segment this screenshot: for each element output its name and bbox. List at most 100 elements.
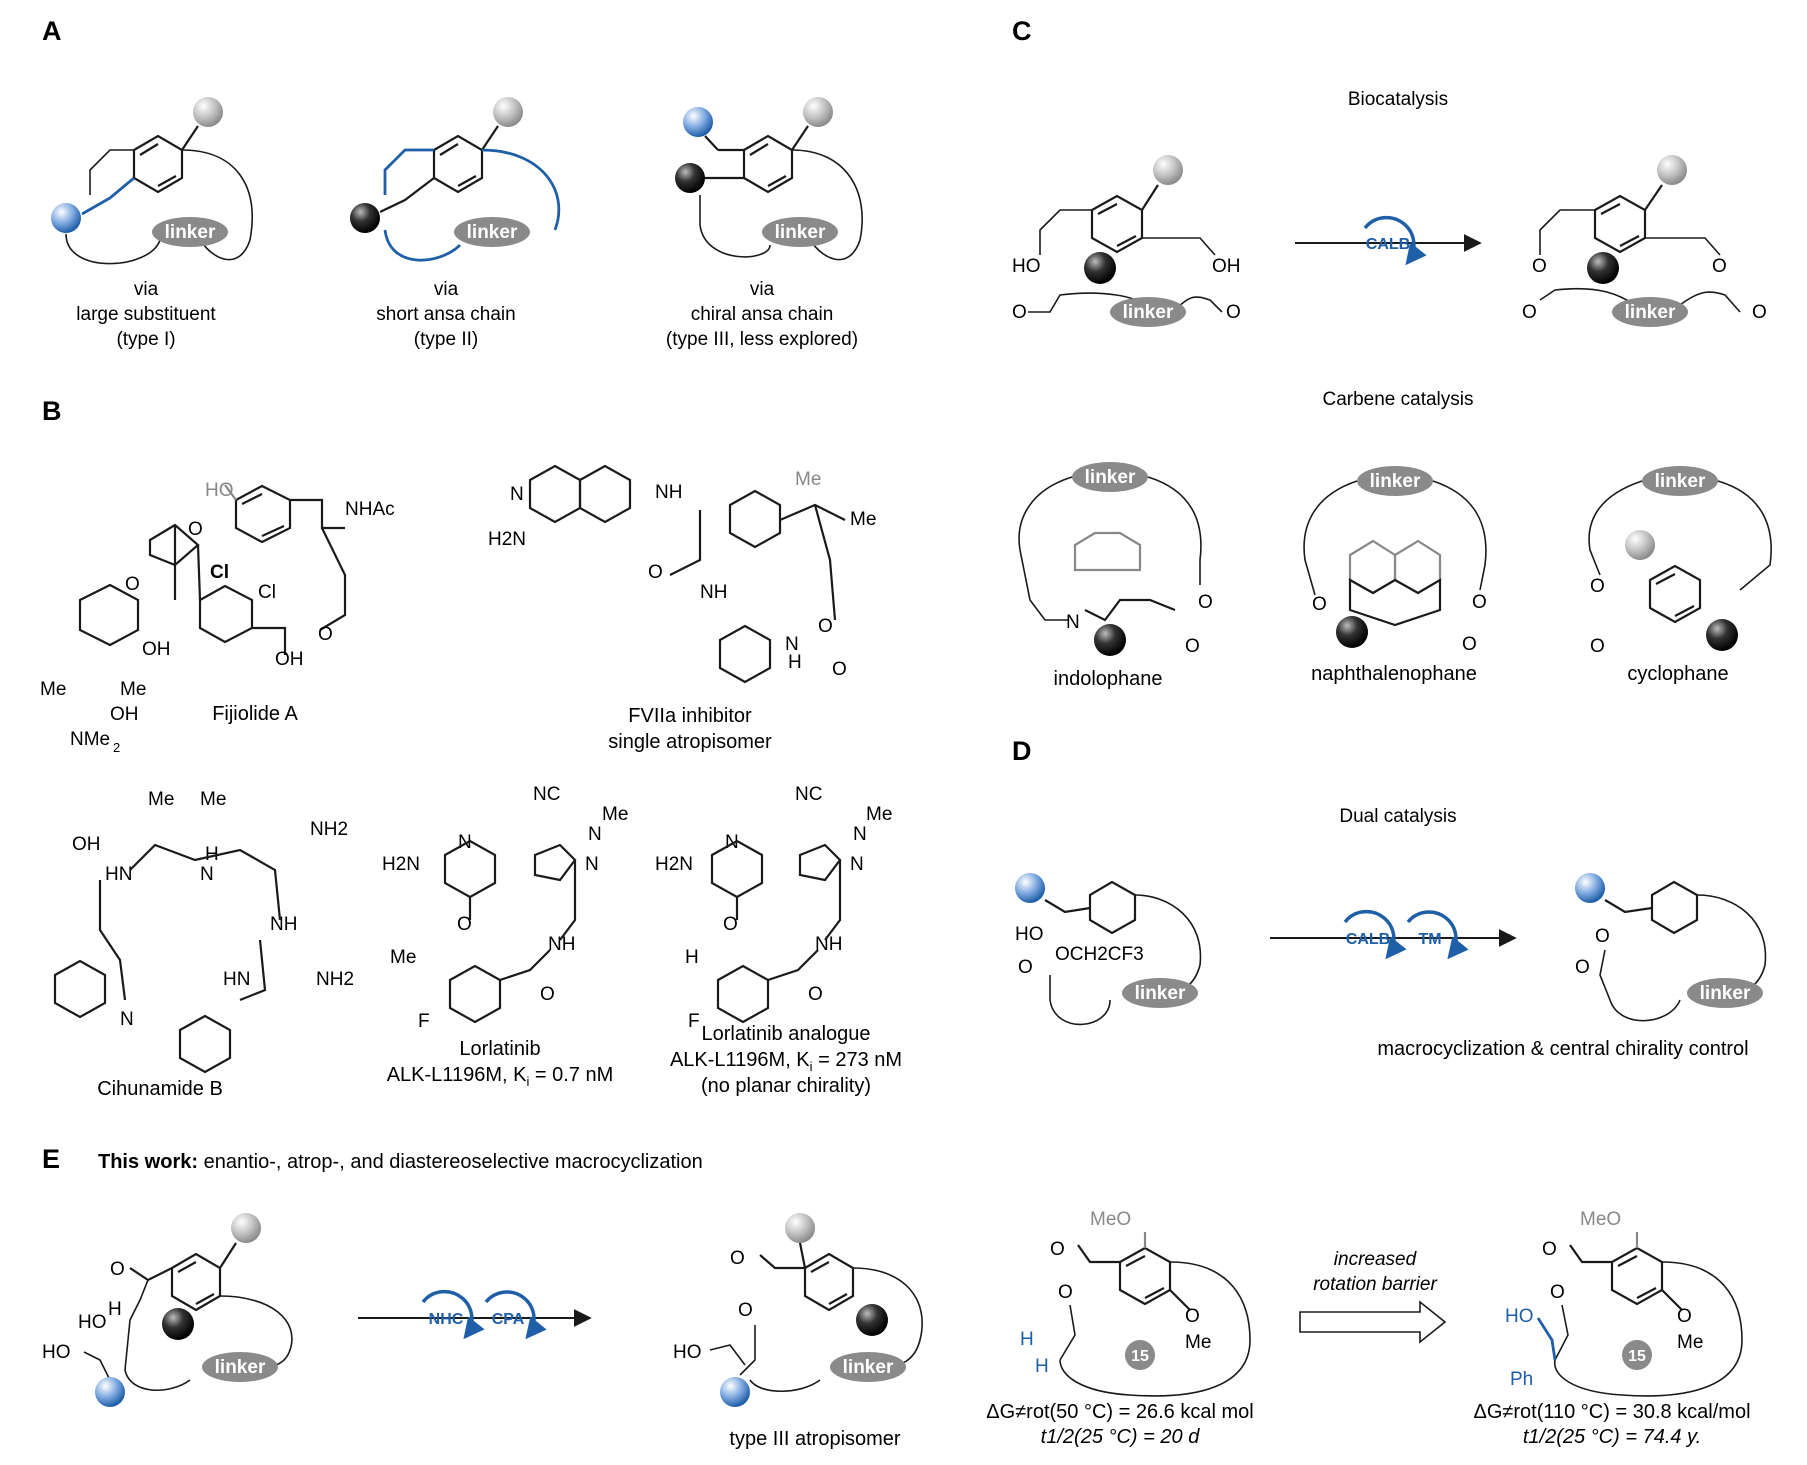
type1-label: (type I) bbox=[116, 329, 175, 350]
biocatalysis-product: O O O O linker bbox=[1522, 155, 1767, 327]
panel-label-c: C bbox=[1012, 16, 1032, 46]
atom-label: H2N bbox=[488, 529, 526, 550]
fviia-label-line2: single atropisomer bbox=[608, 731, 772, 753]
atom-label: HN bbox=[223, 969, 250, 990]
hollow-arrow bbox=[1299, 1300, 1447, 1344]
atom-label: HO bbox=[1505, 1306, 1534, 1327]
compound-number: 15 bbox=[1628, 1348, 1646, 1365]
tm-label: TM bbox=[1418, 931, 1441, 948]
atom-label: NH bbox=[700, 582, 727, 603]
atom-label: HO bbox=[1015, 924, 1044, 945]
panel-a-type2: linker via short ansa chain (type II) bbox=[350, 97, 561, 350]
atom-label: Ph bbox=[1510, 1369, 1533, 1390]
atom-label: OH bbox=[72, 834, 101, 855]
e-product: O O HO linker type III atropisomer bbox=[673, 1213, 923, 1450]
atom-label: Me bbox=[148, 789, 174, 810]
atom-label: HN bbox=[105, 864, 132, 885]
atom-label: H bbox=[685, 947, 699, 968]
fviia-label-line1: FVIIa inhibitor bbox=[628, 705, 752, 727]
arrow-label-line2: rotation barrier bbox=[1313, 1274, 1437, 1295]
atom-label: Me bbox=[120, 679, 146, 700]
atom-label: NC bbox=[795, 784, 822, 805]
atom-label: O bbox=[1462, 634, 1477, 655]
atom-label: H bbox=[205, 844, 219, 865]
atom-label: HO bbox=[1012, 256, 1041, 277]
atom-label: O bbox=[832, 659, 847, 680]
type3-atropisomer-label: type III atropisomer bbox=[729, 1428, 901, 1450]
fijiolide-structure: HO NHAc Cl O Cl O OH O OH Me Me OH NMe 2… bbox=[40, 480, 395, 755]
e-arrow: NHC CPA bbox=[358, 1289, 592, 1340]
blue-substituent-ball bbox=[1015, 873, 1045, 903]
grey-substituent-ball bbox=[193, 97, 223, 127]
atom-label: H2N bbox=[382, 854, 420, 875]
linker-label: linker bbox=[1700, 983, 1751, 1004]
linker-ellipse bbox=[1642, 466, 1718, 496]
atom-label: O bbox=[110, 1259, 125, 1280]
arrow-label-line1: increased bbox=[1334, 1249, 1418, 1270]
compound-number-badge bbox=[1125, 1340, 1155, 1370]
atom-label: H2N bbox=[655, 854, 693, 875]
atom-label: OH bbox=[142, 639, 171, 660]
nhc-cycle-icon bbox=[421, 1289, 485, 1340]
linker-ellipse bbox=[152, 217, 228, 247]
atom-label: Me bbox=[850, 509, 876, 530]
atom-label: N bbox=[588, 824, 602, 845]
black-substituent-ball bbox=[1706, 619, 1738, 651]
panel-label-b: B bbox=[42, 396, 62, 426]
atom-label: O bbox=[1542, 1239, 1557, 1260]
atom-label: O bbox=[1058, 1282, 1073, 1303]
atom-label: O bbox=[723, 914, 738, 935]
black-substituent-ball bbox=[1084, 252, 1116, 284]
black-substituent-ball bbox=[1336, 616, 1368, 648]
tm-cycle-icon bbox=[1406, 910, 1469, 960]
atom-label: N bbox=[850, 854, 864, 875]
linker-ellipse bbox=[1612, 297, 1688, 327]
catalytic-cycle-icon bbox=[1363, 215, 1427, 266]
panel-a-type1: linker via large substituent (type I) bbox=[51, 97, 253, 350]
atom-subscript: 2 bbox=[113, 740, 120, 755]
linker-ellipse bbox=[1357, 466, 1433, 496]
nhc-label: NHC bbox=[429, 1311, 464, 1328]
black-substituent-ball bbox=[856, 1304, 888, 1336]
grey-substituent-ball bbox=[1657, 155, 1687, 185]
dual-substrate: HO O OCH2CF3 linker bbox=[1015, 873, 1202, 1026]
atom-label: O bbox=[1522, 302, 1537, 323]
atom-label: Me bbox=[40, 679, 66, 700]
blue-large-substituent-ball bbox=[51, 203, 81, 233]
atom-label: F bbox=[418, 1011, 430, 1032]
lorlatinib-analogue-structure: NC Me N N N H2N O H NH O F Lorlatinib an… bbox=[655, 784, 902, 1097]
linker-label: linker bbox=[1655, 471, 1706, 492]
linker-ellipse bbox=[762, 217, 838, 247]
grey-substituent-ball bbox=[1153, 155, 1183, 185]
grey-substituent-ball bbox=[803, 97, 833, 127]
left-barrier: ΔG≠rot(50 °C) = 26.6 kcal mol bbox=[986, 1401, 1253, 1423]
dual-catalysis-heading: Dual catalysis bbox=[1339, 806, 1456, 827]
atom-label: O bbox=[1575, 957, 1590, 978]
atom-label: HO bbox=[673, 1342, 702, 1363]
compound-number-badge bbox=[1622, 1340, 1652, 1370]
atom-label: N bbox=[785, 634, 799, 655]
fviia-structure: N H2N NH Me Me O NH H N O O FVIIa inhibi… bbox=[488, 464, 876, 753]
linker-label: linker bbox=[1123, 302, 1174, 323]
atom-label: NMe bbox=[70, 729, 110, 750]
linker-label: linker bbox=[843, 1357, 894, 1378]
cpa-cycle-icon bbox=[484, 1290, 547, 1340]
calb-label: CALB bbox=[1366, 236, 1410, 253]
atom-label: Me bbox=[866, 804, 892, 825]
atom-label: HO bbox=[42, 1342, 71, 1363]
linker-label: linker bbox=[775, 222, 826, 243]
atom-label: Me bbox=[1677, 1332, 1703, 1353]
atom-label: O bbox=[1595, 926, 1610, 947]
atom-label: N bbox=[585, 854, 599, 875]
atom-label: F bbox=[688, 1011, 700, 1032]
blue-substituent-ball bbox=[683, 107, 713, 137]
atom-label: N bbox=[458, 832, 472, 853]
compound-15-left: MeO O O O Me H H 15 ΔG≠rot(50 °C) = 26.6… bbox=[986, 1209, 1253, 1448]
grey-substituent-ball bbox=[1625, 530, 1655, 560]
left-half-life: t1/2(25 °C) = 20 d bbox=[1041, 1426, 1201, 1448]
atom-label: O bbox=[1226, 302, 1241, 323]
atom-label: O bbox=[808, 984, 823, 1005]
atom-label: HO bbox=[78, 1312, 107, 1333]
atom-label: O bbox=[1185, 1306, 1200, 1327]
black-substituent-ball bbox=[675, 163, 705, 193]
